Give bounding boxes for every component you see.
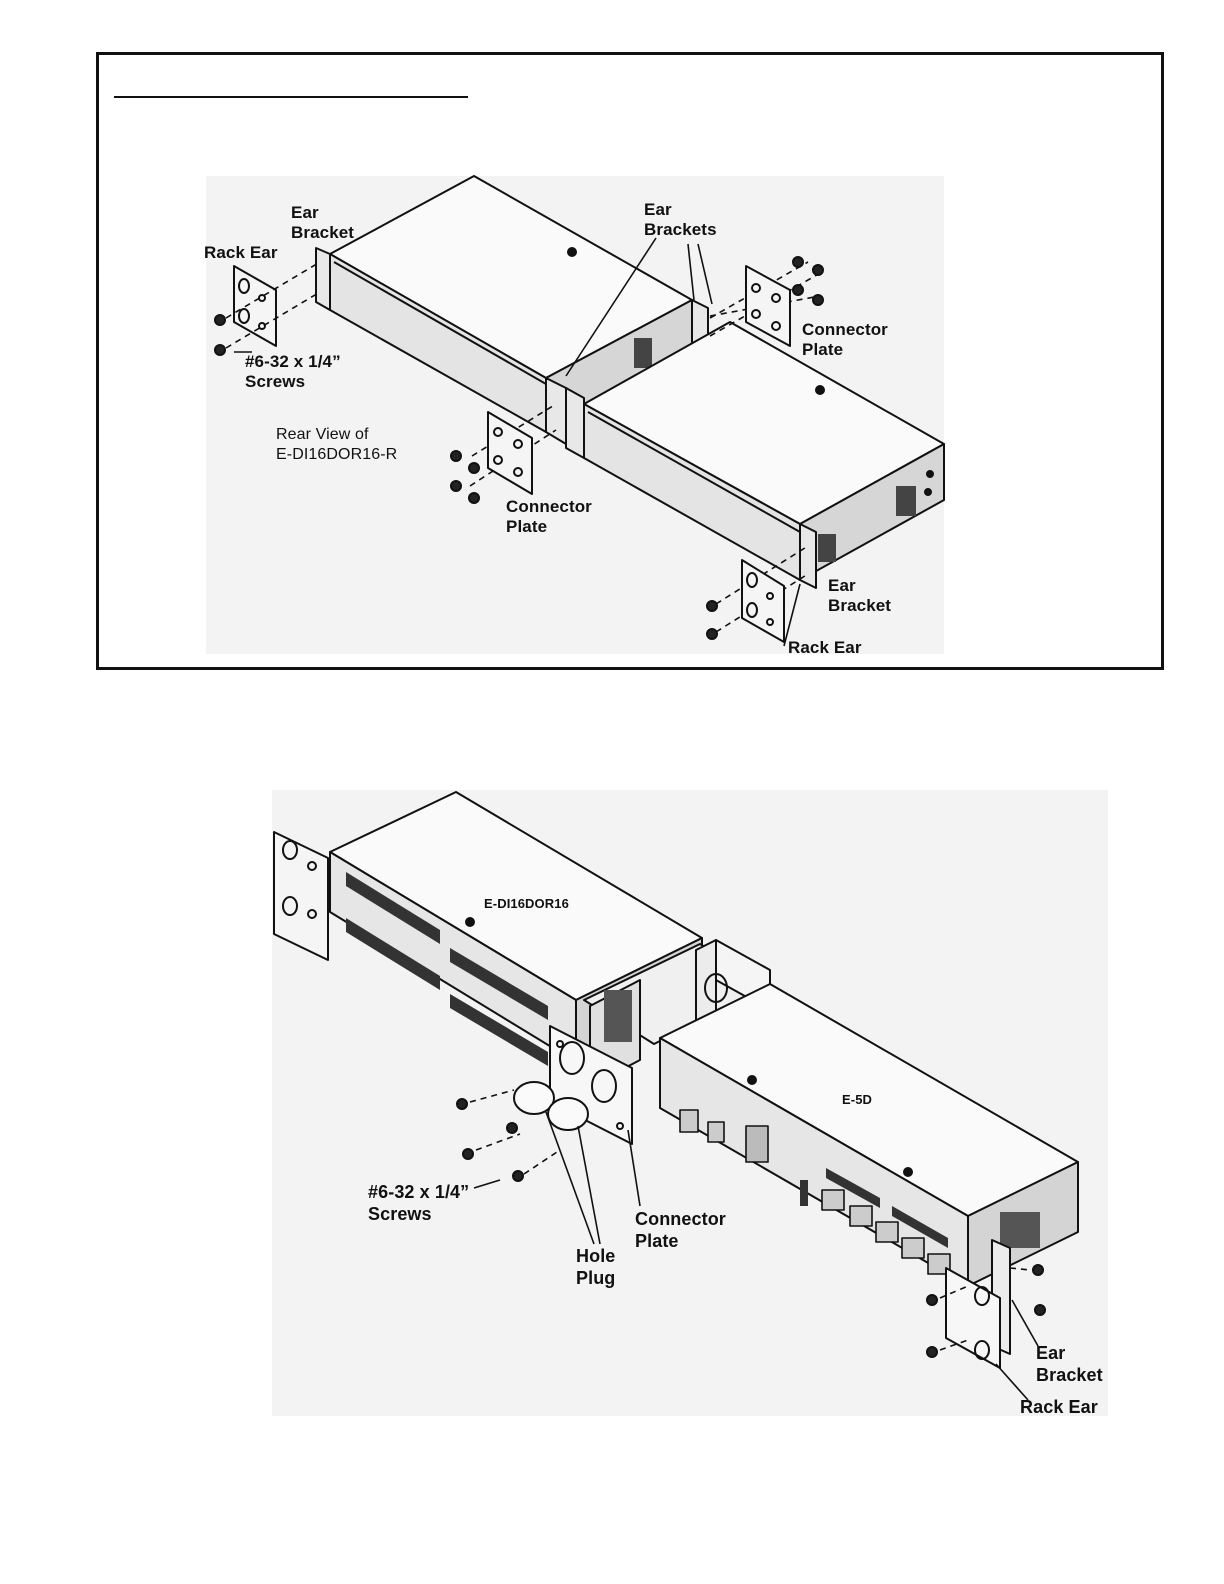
label-rack-ear-right: Rack Ear xyxy=(788,638,862,658)
label-rack-ear-left: Rack Ear xyxy=(204,243,278,263)
label-device-e-di16dor16: E-DI16DOR16 xyxy=(484,894,569,914)
label-screws-fig1: #6-32 x 1/4” Screws xyxy=(245,352,341,392)
label-connector-plate-fig2: Connector Plate xyxy=(635,1208,726,1252)
label-ear-bracket-fig2: Ear Bracket xyxy=(1036,1342,1103,1386)
rack-ear-left xyxy=(234,266,276,346)
screws-left xyxy=(215,315,225,355)
label-ear-bracket-left: Ear Bracket xyxy=(291,203,354,243)
rack-ear-right xyxy=(742,560,784,642)
label-rear-view: Rear View of E-DI16DOR16-R xyxy=(276,425,397,465)
screws-middle xyxy=(451,451,479,503)
figure2-drawing xyxy=(274,792,1078,1400)
label-ear-bracket-right: Ear Bracket xyxy=(828,576,891,616)
label-ear-brackets-middle: Ear Brackets xyxy=(644,200,717,240)
ear-bracket-middle-a xyxy=(546,378,566,444)
rack-ear-fig2 xyxy=(274,832,328,960)
ear-bracket-middle-c xyxy=(566,388,584,458)
label-device-e-5d: E-5D xyxy=(842,1090,872,1110)
label-hole-plug: Hole Plug xyxy=(576,1245,615,1289)
ear-bracket-left xyxy=(316,248,330,310)
label-screws-fig2: #6-32 x 1/4” Screws xyxy=(368,1181,469,1225)
label-connector-plate-right: Connector Plate xyxy=(802,320,888,360)
connector-plate-middle xyxy=(488,412,532,494)
label-rack-ear-fig2: Rack Ear xyxy=(1020,1396,1098,1418)
screws-right-bottom xyxy=(707,601,717,639)
label-connector-plate-bottom: Connector Plate xyxy=(506,497,592,537)
